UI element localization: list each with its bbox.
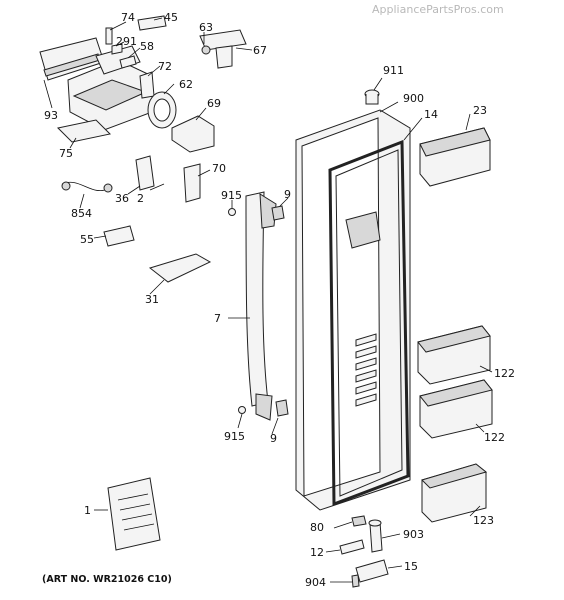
- label-915-top: 915: [221, 189, 242, 202]
- part-904[interactable]: [351, 574, 360, 588]
- label-69: 69: [207, 97, 221, 110]
- part-74[interactable]: [105, 27, 113, 45]
- label-15: 15: [404, 560, 418, 573]
- part-9-screw-bottom[interactable]: [275, 399, 289, 417]
- label-2: 2: [137, 192, 144, 205]
- label-93: 93: [44, 109, 58, 122]
- watermark: AppliancePartsPros.com: [372, 3, 504, 16]
- label-72: 72: [158, 60, 172, 73]
- part-7-handle[interactable]: [245, 191, 277, 421]
- part-123-bin[interactable]: [421, 463, 488, 523]
- part-14-gasket[interactable]: [328, 139, 410, 507]
- label-911: 911: [383, 64, 404, 77]
- label-9-top: 9: [284, 188, 291, 201]
- part-2[interactable]: [149, 183, 165, 191]
- label-74: 74: [121, 11, 135, 24]
- label-1: 1: [84, 504, 91, 517]
- part-122-bin-lower[interactable]: [419, 379, 493, 439]
- label-915-bottom: 915: [224, 430, 245, 443]
- label-58: 58: [140, 40, 154, 53]
- part-900-door[interactable]: [295, 109, 411, 511]
- label-80: 80: [310, 521, 324, 534]
- label-7: 7: [214, 312, 221, 325]
- label-900: 900: [403, 92, 424, 105]
- label-904: 904: [305, 576, 326, 589]
- label-67: 67: [253, 44, 267, 57]
- part-23-bin[interactable]: [419, 127, 491, 187]
- part-12[interactable]: [339, 539, 365, 555]
- label-55: 55: [80, 233, 94, 246]
- label-9-bottom: 9: [270, 432, 277, 445]
- part-122-bin-upper[interactable]: [417, 325, 491, 385]
- part-9-screw-top[interactable]: [271, 205, 285, 221]
- label-122-upper: 122: [494, 367, 515, 380]
- art-number-caption: (ART NO. WR21026 C10): [42, 574, 172, 585]
- label-123: 123: [473, 514, 494, 527]
- part-903[interactable]: [368, 519, 383, 553]
- part-1-manual[interactable]: [107, 477, 161, 551]
- label-45: 45: [164, 11, 178, 24]
- part-55[interactable]: [103, 225, 135, 247]
- part-854-harness[interactable]: [61, 181, 113, 193]
- label-75: 75: [59, 147, 73, 160]
- door-shelf-clips: [355, 333, 377, 407]
- label-62: 62: [179, 78, 193, 91]
- label-36: 36: [115, 192, 129, 205]
- label-903: 903: [403, 528, 424, 541]
- part-70[interactable]: [183, 163, 201, 203]
- part-15[interactable]: [355, 559, 389, 583]
- part-69-tray[interactable]: [171, 115, 215, 153]
- label-12: 12: [310, 546, 324, 559]
- part-93-cover[interactable]: [39, 37, 105, 81]
- part-36[interactable]: [135, 155, 155, 191]
- part-72[interactable]: [139, 71, 155, 99]
- part-31-drip-tray[interactable]: [148, 253, 212, 283]
- part-80[interactable]: [351, 515, 367, 527]
- label-291: 291: [116, 35, 137, 48]
- label-70: 70: [212, 162, 226, 175]
- label-23: 23: [473, 104, 487, 117]
- leader-lines: [43, 17, 493, 583]
- label-122-lower: 122: [484, 431, 505, 444]
- label-854: 854: [71, 207, 92, 220]
- part-75[interactable]: [56, 119, 112, 143]
- label-63: 63: [199, 21, 213, 34]
- part-62-ring[interactable]: [147, 91, 177, 129]
- part-45[interactable]: [137, 15, 167, 31]
- label-14: 14: [424, 108, 438, 121]
- label-31: 31: [145, 293, 159, 306]
- part-housing-assembly[interactable]: [67, 45, 153, 131]
- part-915-cap-bottom[interactable]: [238, 406, 246, 414]
- callout-labels: 74 45 291 58 63 67 72 62 93 69 75 70 36 …: [44, 11, 515, 589]
- part-915-cap-top[interactable]: [228, 208, 236, 216]
- part-63-67-bracket[interactable]: [199, 29, 247, 69]
- part-911[interactable]: [364, 89, 380, 105]
